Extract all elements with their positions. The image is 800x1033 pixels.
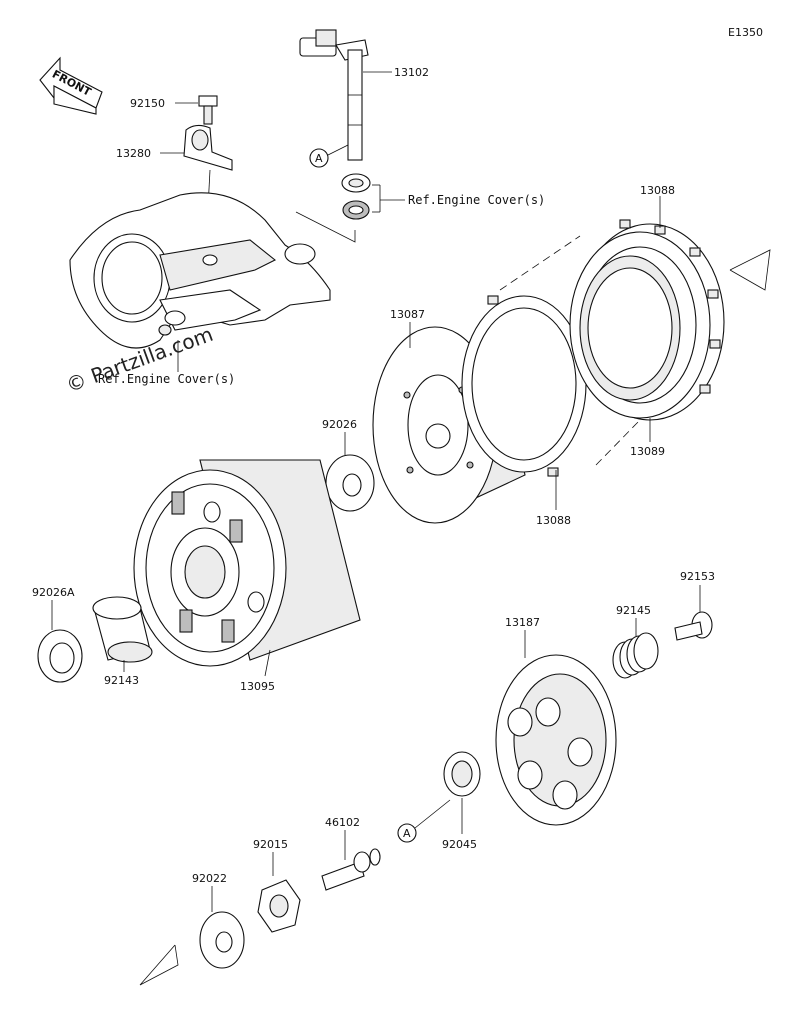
washer-92026 (325, 454, 375, 512)
friction-plate-13088-front (461, 295, 587, 477)
nut-92015 (257, 879, 301, 933)
ref-engine-cover-left: Ref.Engine Cover(s) (98, 372, 235, 386)
part-label-13089: 13089 (630, 445, 665, 458)
part-label-92143: 92143 (104, 674, 139, 687)
part-label-13088-a: 13088 (640, 184, 675, 197)
part-label-46102: 46102 (325, 816, 360, 829)
part-label-92150: 92150 (130, 97, 165, 110)
needle-bearing (342, 200, 370, 220)
bearing-92045 (443, 751, 481, 797)
part-label-13095: 13095 (240, 680, 275, 693)
engine-cover-assembly (69, 192, 331, 349)
ref-engine-cover-top: Ref.Engine Cover(s) (408, 193, 545, 207)
part-label-92145: 92145 (616, 604, 651, 617)
bolt-92150 (198, 95, 218, 125)
collar-92143 (92, 596, 153, 663)
part-label-13087: 13087 (390, 308, 425, 321)
bolt-92153 (674, 611, 713, 641)
bracket-13280 (183, 124, 233, 171)
washer-92022 (199, 911, 245, 969)
clutch-housing-13095 (133, 459, 361, 667)
part-label-13187: 13187 (505, 616, 540, 629)
part-label-13102: 13102 (394, 66, 429, 79)
front-arrow-icon: FRONT (39, 56, 103, 115)
clutch-lever-shaft-13102 (299, 29, 369, 161)
marker-a-bottom: A (403, 827, 411, 840)
part-label-92022: 92022 (192, 872, 227, 885)
part-label-92026: 92026 (322, 418, 357, 431)
oil-seal (341, 173, 371, 193)
part-label-13088-b: 13088 (536, 514, 571, 527)
push-rod-46102 (321, 848, 381, 891)
part-label-13280: 13280 (116, 147, 151, 160)
part-label-92026A: 92026A (32, 586, 75, 599)
part-label-92015: 92015 (253, 838, 288, 851)
part-label-92153: 92153 (680, 570, 715, 583)
washer-92026A (37, 629, 83, 683)
pressure-plate-13187 (495, 654, 617, 826)
diagram-code: E1350 (728, 26, 763, 39)
part-label-92045: 92045 (442, 838, 477, 851)
clutch-plate-stack (569, 219, 725, 421)
spring-92145 (612, 632, 659, 679)
marker-a-top: A (315, 152, 323, 165)
